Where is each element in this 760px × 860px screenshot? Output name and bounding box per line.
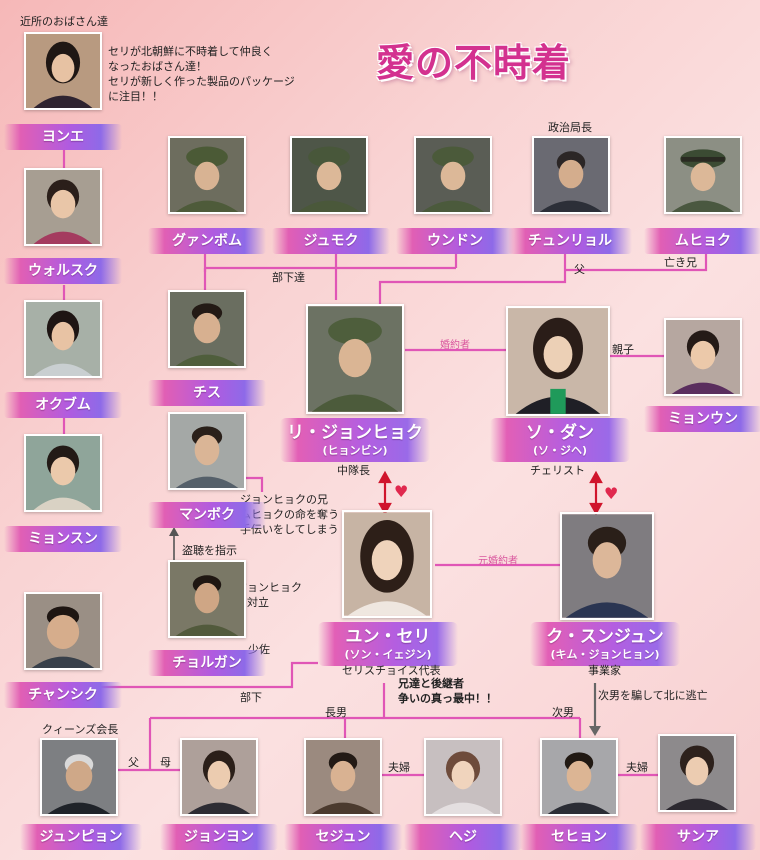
lead-name-seungjun: ク・スンジュン (546, 627, 664, 647)
name-tag-chungryeol: チュンリョル (508, 228, 632, 254)
portrait-gwangbeom (168, 136, 246, 214)
lead-role-jeonghyeok: 中隊長 (337, 464, 370, 477)
lead-role-dan: チェリスト (530, 464, 585, 477)
lead-tag-dan: ソ・ダン (ソ・ジヘ) (490, 418, 630, 462)
name-tag-eundong: ウンドン (396, 228, 514, 254)
portrait-seungjun (560, 512, 654, 620)
name-tag-changsik: チャンシク (4, 682, 122, 708)
lead-actor-seungjun: (キム・ジョンヒョン) (550, 648, 660, 661)
name-tag-junpyeon: ジュンピョン (20, 824, 142, 850)
portrait-eundong (414, 136, 492, 214)
rel-father: 父 (574, 263, 585, 276)
lead-actor-jeonghyeok: (ヒョンビン) (322, 444, 388, 457)
name-tag-yone: ヨンエ (4, 124, 122, 150)
lead-name-dan: ソ・ダン (526, 423, 594, 443)
politburo-label: 政治局長 (548, 121, 592, 134)
seri-extra-note: 兄達と後継者 争いの真っ最中！！ (398, 677, 497, 705)
line-subordinate (92, 661, 318, 689)
name-tag-myeongeun: ミョンウン (644, 406, 760, 432)
name-tag-wolsuk: ウォルスク (4, 258, 122, 284)
name-tag-chisu: チス (148, 380, 266, 406)
rel-father-2: 父 (128, 756, 139, 769)
rel-mother: 母 (160, 756, 171, 769)
name-tag-manbok: マンボク (148, 502, 266, 528)
lead-actor-dan: (ソ・ジヘ) (532, 444, 588, 457)
name-tag-myeongsun: ミョンスン (4, 526, 122, 552)
name-tag-gwangbeom: グァンボム (148, 228, 266, 254)
lead-tag-seri: ユン・セリ (ソン・イェジン) (318, 622, 458, 666)
line-father (378, 253, 567, 305)
name-tag-okgeum: オクブム (4, 392, 122, 418)
name-tag-sana: サンア (640, 824, 756, 850)
lead-name-seri: ユン・セリ (345, 627, 431, 647)
rel-parent-child: 親子 (612, 343, 634, 356)
name-tag-jongyeon: ジョンヨン (160, 824, 278, 850)
name-tag-cheolgang: チョルガン (148, 650, 266, 676)
rel-flee: 次男を騙して北に逃亡 (598, 689, 708, 702)
portrait-chisu (168, 290, 246, 368)
portrait-okgeum (24, 300, 102, 378)
rel-couple-1: 夫婦 (388, 761, 410, 774)
portrait-hyeji (424, 738, 502, 816)
chart-title: 愛の不時着 (376, 40, 572, 85)
lead-role-seri: セリスチョイス代表 (342, 664, 441, 677)
portrait-chungryeol (532, 136, 610, 214)
rel-subordinates: 部下達 (272, 271, 305, 284)
neighbors-group-label: 近所のおばさん達 (20, 15, 108, 28)
portrait-yone (24, 32, 102, 110)
lead-tag-seungjun: ク・スンジュン (キム・ジョンヒョン) (530, 622, 680, 666)
portrait-sejun (304, 738, 382, 816)
queens-chair-label: クィーンズ会長 (42, 723, 119, 736)
wiretap-label: 盗聴を指示 (182, 544, 237, 557)
line-manbok-bracket (246, 476, 264, 492)
portrait-sehyeong (540, 738, 618, 816)
portrait-cheolgang (168, 560, 246, 638)
line-late-brother (565, 253, 708, 272)
rel-eldest-son: 長男 (325, 706, 347, 719)
portrait-jeonghyeok (306, 304, 404, 414)
lead-tag-jeonghyeok: リ・ジョンヒョク (ヒョンビン) (280, 418, 430, 462)
name-tag-sejun: セジュン (284, 824, 402, 850)
portrait-wolsuk (24, 168, 102, 246)
lead-actor-seri: (ソン・イェジン) (344, 648, 432, 661)
heart-icon: ♥ (604, 484, 619, 503)
portrait-junpyeon (40, 738, 118, 816)
portrait-myeongsun (24, 434, 102, 512)
rel-fiance: 婚約者 (440, 340, 470, 351)
portrait-seri (342, 510, 432, 618)
name-tag-muhyeok: ムヒョク (644, 228, 760, 254)
neighbors-note: セリが北朝鮮に不時着して仲良く なったおばさん達！ セリが新しく作った製品のパッ… (108, 45, 295, 103)
name-tag-hyeji: ヘジ (404, 824, 522, 850)
portrait-jumeok (290, 136, 368, 214)
portrait-manbok (168, 412, 246, 490)
name-tag-sehyeong: セヒョン (520, 824, 638, 850)
name-tag-jumeok: ジュモク (272, 228, 390, 254)
portrait-dan (506, 306, 610, 416)
rel-couple-2: 夫婦 (626, 761, 648, 774)
portrait-changsik (24, 592, 102, 670)
heart-icon: ♥ (394, 482, 409, 501)
portrait-myeongeun (664, 318, 742, 396)
lead-name-jeonghyeok: リ・ジョンヒョク (287, 423, 423, 443)
portrait-jongyeon (180, 738, 258, 816)
lead-role-seungjun: 事業家 (588, 664, 621, 677)
rel-subordinate: 部下 (240, 691, 262, 704)
portrait-sana (658, 734, 736, 812)
portrait-muhyeok (664, 136, 742, 214)
rel-second-son: 次男 (552, 706, 574, 719)
rel-late-brother: 亡き兄 (664, 256, 697, 269)
rel-ex-fiance: 元婚約者 (478, 556, 518, 567)
